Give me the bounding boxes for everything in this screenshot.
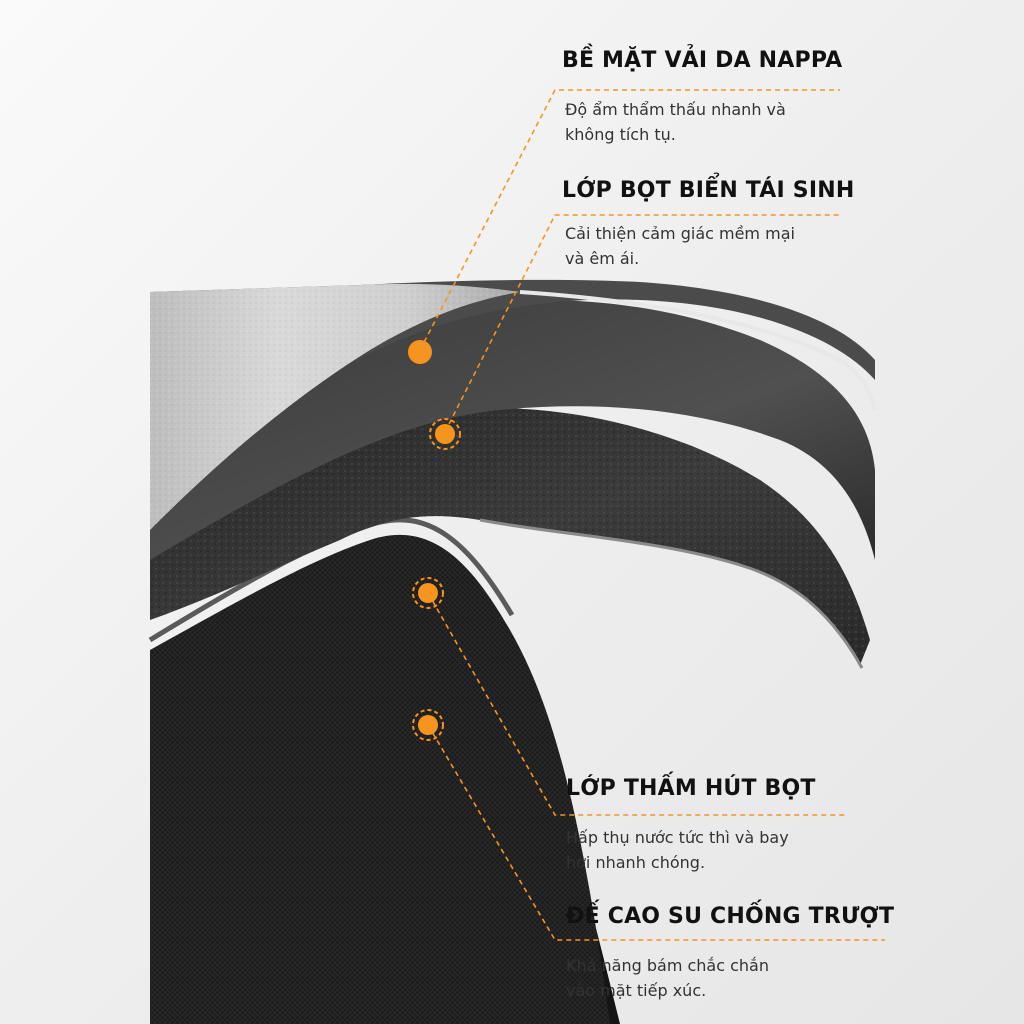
leader-line-nappa — [419, 89, 840, 351]
nappa-texture — [150, 283, 520, 530]
rubber-layer-description: Khả năng bám chắc chắn vào mặt tiếp xúc. — [566, 953, 866, 1003]
foam-desc-line-1: Cải thiện cảm giác mềm mại — [565, 224, 795, 243]
marker-nappa-icon — [408, 340, 432, 364]
absorb-layer-description: Hấp thụ nước tức thì và bay hơi nhanh ch… — [566, 825, 866, 875]
nappa-layer-description: Độ ẩm thẩm thấu nhanh và không tích tụ. — [565, 97, 865, 147]
leader-line-foam — [444, 214, 840, 433]
leader-line-rubber — [427, 724, 885, 941]
rubber-desc-line-2: vào mặt tiếp xúc. — [566, 981, 707, 1000]
leader-line-absorb — [427, 592, 845, 816]
foam-texture — [150, 408, 870, 665]
nappa-right-edge — [519, 290, 877, 411]
foam-desc-line-2: và êm ái. — [565, 249, 640, 268]
marker-rubber-icon — [412, 709, 444, 741]
absorb-layer-title: LỚP THẤM HÚT BỌT — [566, 776, 816, 801]
nappa-desc-line-1: Độ ẩm thẩm thấu nhanh và — [565, 100, 786, 119]
marker-absorb-icon — [412, 577, 444, 609]
nappa-layer-title: BỀ MẶT VẢI DA NAPPA — [562, 48, 843, 73]
marker-foam-icon — [429, 418, 461, 450]
absorb-desc-line-2: hơi nhanh chóng. — [566, 853, 706, 872]
rubber-desc-line-1: Khả năng bám chắc chắn — [566, 956, 769, 975]
absorb-mesh-layer — [150, 534, 610, 1024]
foam-edge — [479, 518, 864, 669]
foam-layer-title: LỚP BỌT BIỂN TÁI SINH — [562, 178, 855, 203]
rubber-layer-title: ĐẾ CAO SU CHỐNG TRƯỢT — [566, 904, 895, 929]
nappa-desc-line-2: không tích tụ. — [565, 125, 676, 144]
absorb-desc-line-1: Hấp thụ nước tức thì và bay — [566, 828, 789, 847]
foam-layer-description: Cải thiện cảm giác mềm mại và êm ái. — [565, 221, 865, 271]
